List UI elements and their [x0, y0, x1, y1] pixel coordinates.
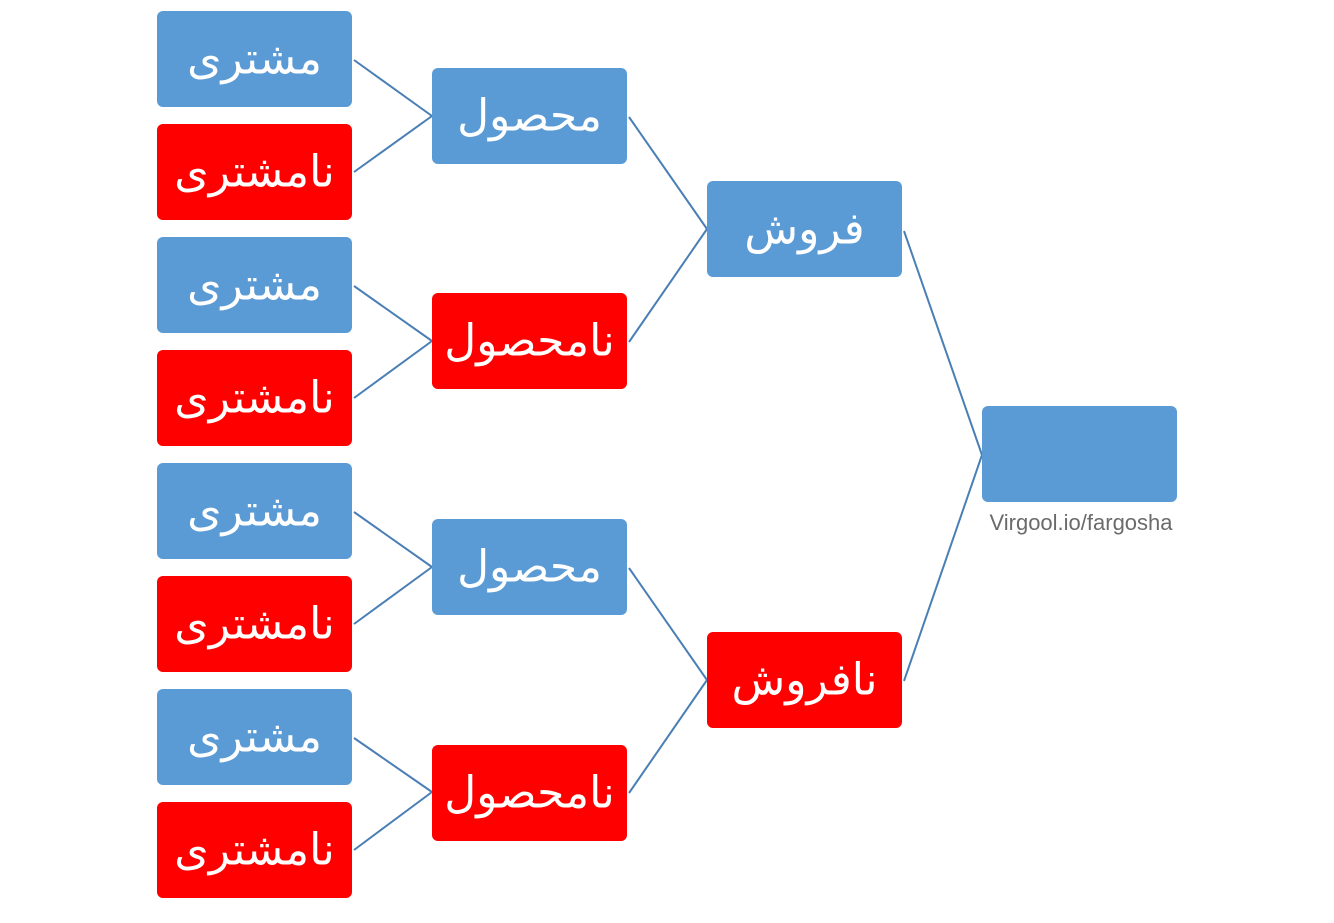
level3-node-5: نامشتری	[157, 576, 352, 672]
level2-label-1: نامحصول	[444, 316, 614, 367]
level3-label-0: مشتری	[187, 34, 322, 85]
connector-root-l1-0	[903, 230, 983, 456]
level3-node-0: مشتری	[157, 11, 352, 107]
level3-box-5	[157, 576, 352, 672]
connector-l2-3-l3-6	[353, 737, 433, 793]
connector-l2-0-l3-0	[353, 59, 433, 117]
level3-node-3: نامشتری	[157, 350, 352, 446]
level1-label-0: فروش	[744, 204, 864, 255]
root-node	[982, 406, 1177, 502]
level1-box-0	[707, 181, 902, 277]
level3-node-6: مشتری	[157, 689, 352, 785]
level3-label-7: نامشتری	[174, 825, 334, 876]
level2-label-0: محصول	[457, 91, 602, 142]
level2-label-3: نامحصول	[444, 768, 614, 819]
level3-label-5: نامشتری	[174, 599, 334, 650]
level3-box-4	[157, 463, 352, 559]
connector-l2-2-l3-5	[353, 566, 433, 625]
level3-box-6	[157, 689, 352, 785]
connector-l2-0-l3-1	[353, 115, 433, 173]
connector-l2-1-l3-2	[353, 285, 433, 342]
level3-node-2: مشتری	[157, 237, 352, 333]
level3-box-1	[157, 124, 352, 220]
level1-box-1	[707, 632, 902, 728]
level1-label-1: نافروش	[732, 655, 878, 706]
level3-node-1: نامشتری	[157, 124, 352, 220]
level2-node-2: محصول	[432, 519, 627, 615]
connector-root-l1-1	[903, 454, 983, 682]
level3-box-3	[157, 350, 352, 446]
level2-box-1	[432, 293, 627, 389]
level3-label-6: مشتری	[187, 712, 322, 763]
connector-l1-0-l2-1	[628, 228, 708, 343]
connectors	[353, 59, 983, 851]
connector-l2-1-l3-3	[353, 340, 433, 399]
level3-box-7	[157, 802, 352, 898]
connector-l1-1-l2-3	[628, 679, 708, 794]
root-box	[982, 406, 1177, 502]
level2-box-2	[432, 519, 627, 615]
level3-label-3: نامشتری	[174, 373, 334, 424]
level1-node-0: فروش	[707, 181, 902, 277]
level1-node-1: نافروش	[707, 632, 902, 728]
level3-box-2	[157, 237, 352, 333]
level3-node-7: نامشتری	[157, 802, 352, 898]
level2-label-2: محصول	[457, 542, 602, 593]
level3-label-1: نامشتری	[174, 147, 334, 198]
level2-box-0	[432, 68, 627, 164]
connector-l1-1-l2-2	[628, 567, 708, 681]
level3-label-4: مشتری	[187, 486, 322, 537]
connector-l1-0-l2-0	[628, 116, 708, 230]
watermark-text: Virgool.io/fargosha	[989, 510, 1173, 535]
level2-node-1: نامحصول	[432, 293, 627, 389]
level3-node-4: مشتری	[157, 463, 352, 559]
connector-l2-3-l3-7	[353, 791, 433, 851]
level2-node-3: نامحصول	[432, 745, 627, 841]
level2-box-3	[432, 745, 627, 841]
level2-node-0: محصول	[432, 68, 627, 164]
connector-l2-2-l3-4	[353, 511, 433, 568]
level3-box-0	[157, 11, 352, 107]
level3-label-2: مشتری	[187, 260, 322, 311]
